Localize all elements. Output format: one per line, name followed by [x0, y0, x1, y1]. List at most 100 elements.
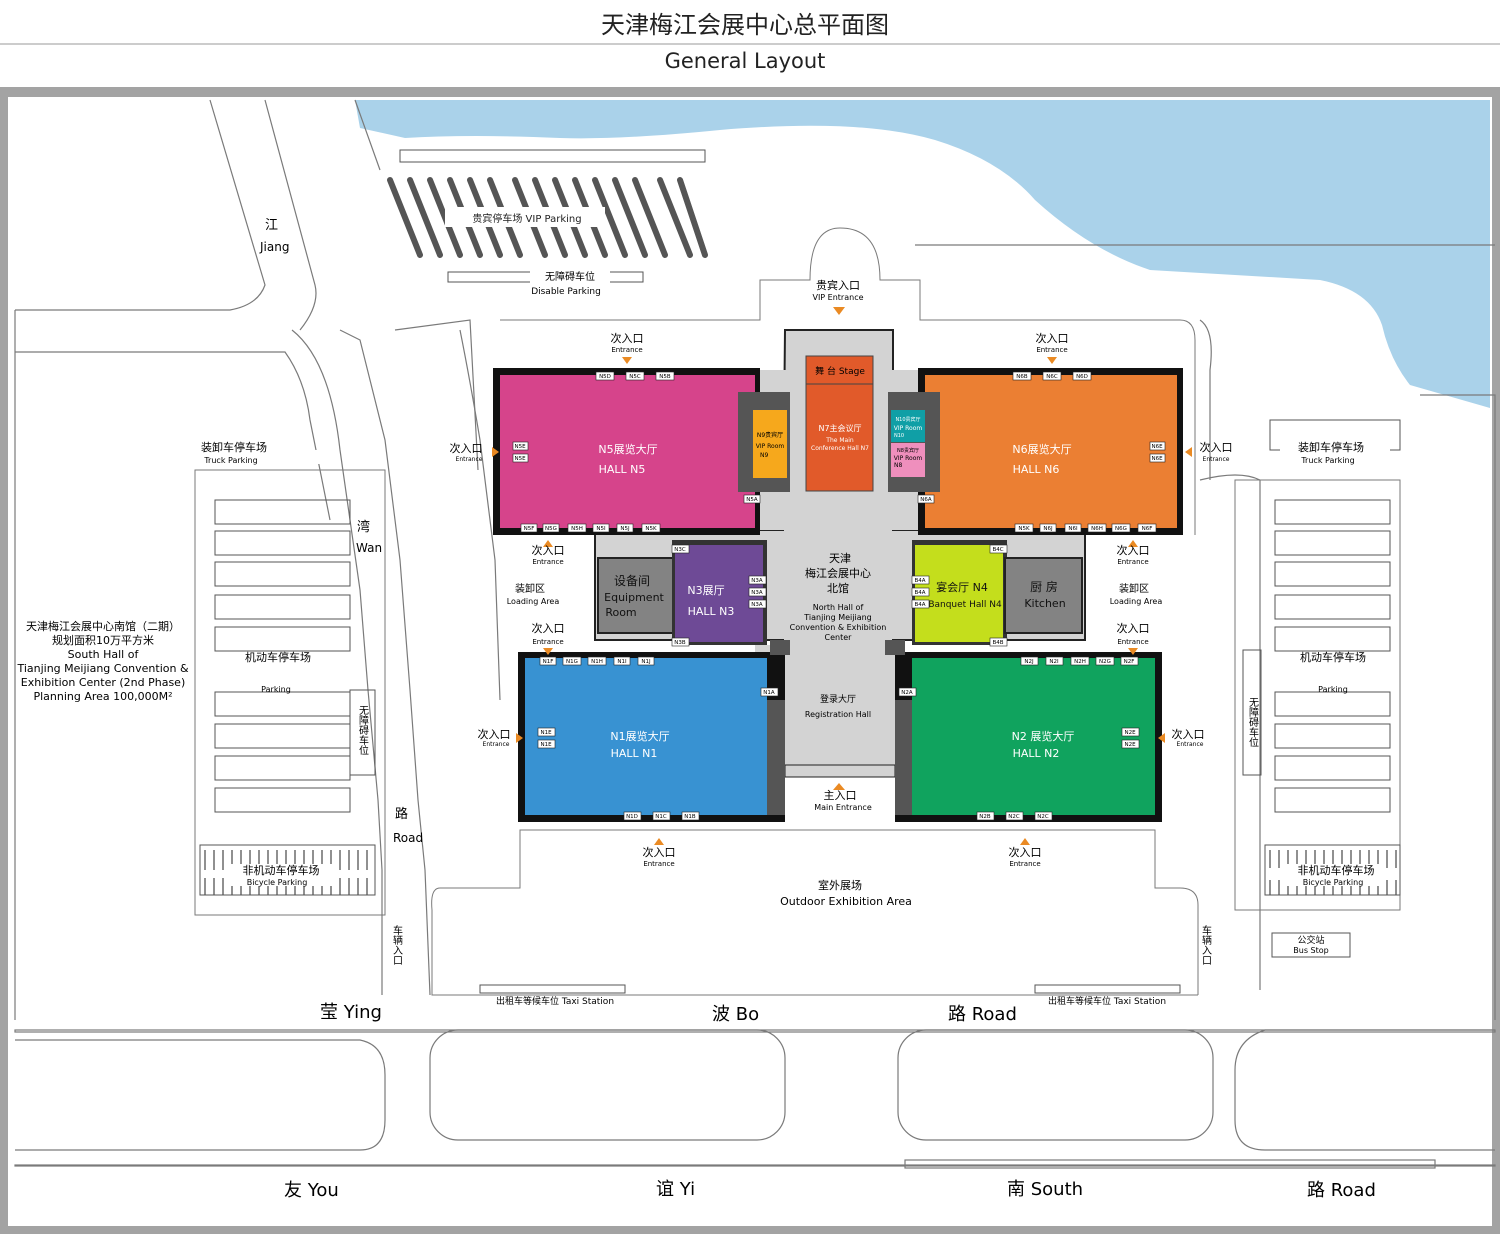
door-n5a: N5A [746, 497, 758, 503]
entrance-cn: 次入口 [611, 331, 644, 345]
entrance-cn: 次入口 [1117, 621, 1150, 635]
door-n1d: N1D [626, 814, 638, 820]
north-hall-cn-2: 梅江会展中心 [805, 566, 871, 580]
entrance-en: Entrance [1117, 558, 1148, 566]
hall-n3[interactable] [675, 545, 763, 642]
door-n5f: N5F [524, 526, 535, 532]
road-yi: 谊 Yi [656, 1179, 695, 1200]
door-n2c-2: N2C [1037, 814, 1049, 820]
door-n1h: N1H [591, 659, 603, 665]
hall-n6[interactable] [925, 375, 1177, 528]
door-n1a: N1A [763, 690, 775, 696]
disable-label-bg [530, 269, 610, 283]
entrance-en: Entrance [456, 456, 483, 463]
door-n5c: N5C [629, 374, 641, 380]
truck-parking-west-cn: 装卸车停车场 [201, 440, 267, 454]
south-hall-line-6: Planning Area 100,000M² [33, 690, 172, 703]
hall-n1-cn: N1展览大厅 [610, 729, 669, 743]
hall-n7[interactable] [805, 383, 874, 492]
door-b4c: B4C [992, 547, 1003, 553]
hall-n1-en: HALL N1 [611, 747, 658, 760]
hall-n6-en: HALL N6 [1013, 463, 1060, 476]
loading-area-west-en: Loading Area [507, 597, 560, 606]
hall-n2-en: HALL N2 [1013, 747, 1060, 760]
disabled-parking-west: 无障碍车位 [357, 705, 369, 755]
hall-n7-en-1: The Main [825, 437, 854, 444]
entrance-en: Entrance [1203, 456, 1230, 463]
north-hall-cn-1: 天津 [829, 552, 851, 565]
entrance-arrow [622, 357, 632, 364]
hall-n6-cn: N6展览大厅 [1012, 442, 1071, 456]
disable-parking-en: Disable Parking [531, 287, 601, 297]
entrance-en: Entrance [532, 638, 563, 646]
hall-n3-en: HALL N3 [688, 605, 735, 618]
road-ying: 莹 Ying [320, 1002, 382, 1023]
hall-n5[interactable] [500, 375, 755, 528]
taxi-station-west: 出租车等候车位 Taxi Station [496, 995, 614, 1007]
south-hall-line-4: Tianjing Meijiang Convention & [16, 662, 189, 675]
door-n3a-2: N3A [751, 590, 763, 596]
wan-cn: 湾 [357, 519, 370, 535]
door-n1j: N1J [641, 659, 651, 665]
site-outline [431, 227, 1199, 996]
hall-n4-cn: 宴会厅 N4 [936, 580, 988, 594]
hall-n7-en-2: Conference Hall N7 [811, 445, 869, 452]
entrance-cn: 次入口 [532, 543, 565, 557]
hall-n1[interactable] [525, 658, 767, 815]
loading-area-east-cn: 装卸区 [1119, 582, 1149, 595]
door-n1e-1: N1E [540, 730, 552, 736]
entrance-en: Entrance [1009, 860, 1040, 868]
water [355, 100, 1490, 408]
vip-room-n9[interactable] [753, 410, 787, 478]
truck-parking-east-cn: 装卸车停车场 [1298, 440, 1364, 454]
hall-n4[interactable] [915, 545, 1003, 642]
door-n2g: N2G [1099, 659, 1111, 665]
bus-stop-en: Bus Stop [1293, 946, 1328, 955]
vehicle-entry-west: 车辆入口 [391, 924, 403, 965]
entrance-n1-south: 次入口 Entrance [643, 838, 676, 868]
entrance-east-loading-1: 次入口 Entrance [1117, 540, 1150, 566]
door-n6g: N6G [1115, 526, 1127, 532]
door-n3a-3: N3A [751, 602, 763, 608]
n9-cn: N9贵宾厅 [757, 431, 783, 439]
loading-area-east-en: Loading Area [1110, 597, 1163, 606]
header: 天津梅江会展中心总平面图 General Layout [0, 11, 1500, 73]
n10-cn: N10贵宾厅 [895, 416, 920, 423]
entrance-arrow [654, 838, 664, 845]
entrance-cn: 次入口 [532, 621, 565, 635]
entrance-west-loading-2: 次入口 Entrance [532, 621, 565, 655]
entrance-arrow [492, 447, 499, 457]
vip-room-n10[interactable] [891, 410, 925, 442]
entrance-en: Entrance [611, 346, 642, 354]
door-n6j: N6J [1043, 526, 1053, 532]
road-road-2: 路 Road [1307, 1180, 1376, 1201]
north-hall-building: N5展览大厅 HALL N5 N6展览大厅 HALL N6 舞 台 Stage … [493, 329, 1183, 822]
entrance-arrow [543, 540, 553, 547]
entrance-cn: 次入口 [1117, 543, 1150, 557]
road-lines [14, 99, 1496, 1169]
door-n2b: N2B [979, 814, 991, 820]
entrance-cn: 次入口 [478, 727, 511, 741]
vip-room-n8[interactable] [891, 443, 925, 477]
entrance-arrow [1158, 733, 1165, 743]
entrance-east-loading-2: 次入口 Entrance [1117, 621, 1150, 655]
door-n5j: N5J [620, 526, 630, 532]
entrance-cn: 次入口 [1200, 440, 1233, 454]
door-n6-k: N5K [1018, 526, 1030, 532]
door-n5g: N5G [545, 526, 557, 532]
bus-stop-cn: 公交站 [1297, 934, 1324, 946]
entrance-en: Entrance [643, 860, 674, 868]
entrance-cn: 次入口 [643, 845, 676, 859]
registration-cn: 登录大厅 [820, 693, 856, 705]
parking-west-en: Parking [261, 685, 291, 694]
hall-n2[interactable] [912, 658, 1155, 815]
vip-entrance-arrow [833, 307, 845, 315]
door-n2e-1: N2E [1124, 730, 1136, 736]
north-hall-cn-3: 北馆 [827, 581, 849, 595]
entrance-n2-south: 次入口 Entrance [1009, 838, 1042, 868]
n10-en-1: VIP Room [894, 425, 923, 432]
loading-area-west-cn: 装卸区 [515, 582, 545, 595]
title-en: General Layout [665, 49, 826, 73]
kitchen-en: Kitchen [1024, 597, 1065, 610]
